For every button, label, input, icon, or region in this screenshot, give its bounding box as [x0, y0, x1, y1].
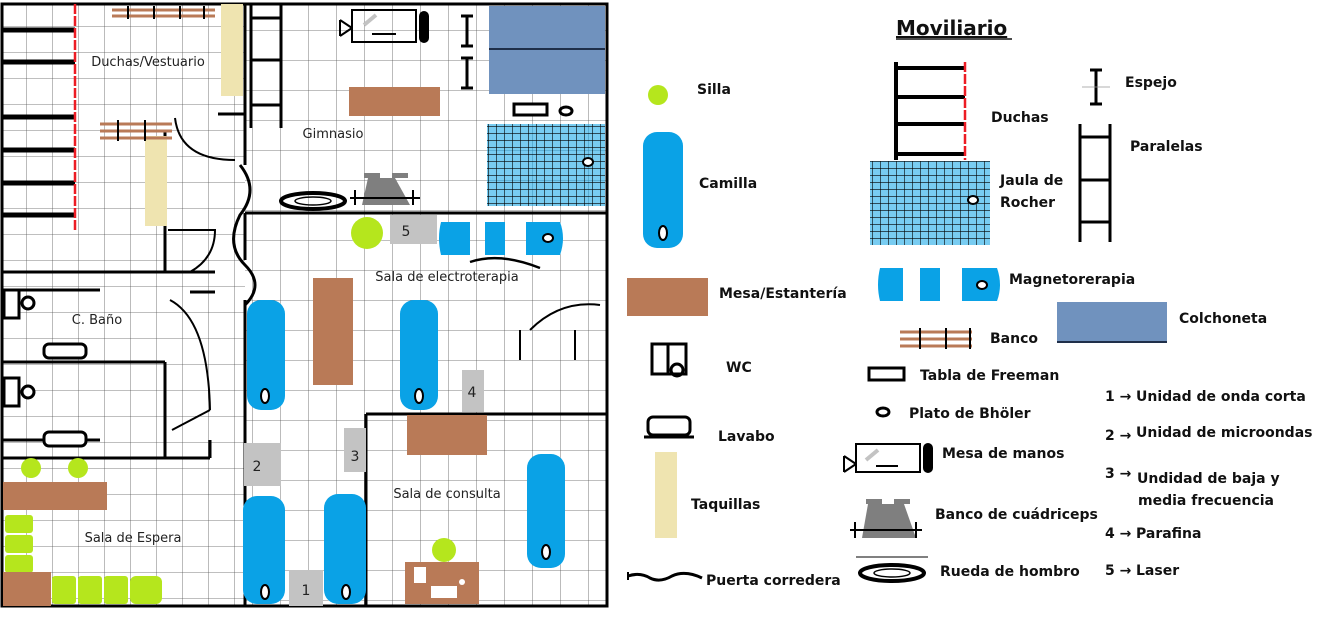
legend-taquillas: Taquillas: [691, 497, 760, 513]
unit-legend-num: 4 →: [1105, 526, 1132, 542]
parallel-bars: [249, 4, 283, 128]
room-label-consulta: Sala de consulta: [393, 487, 500, 502]
reception-table: [3, 482, 107, 510]
electro-table: [313, 278, 353, 385]
stretcher: [243, 496, 285, 604]
shoulder-wheel: [279, 191, 347, 211]
legend-magneto: Magnetorerapia: [1009, 272, 1135, 288]
rocher-cage: [487, 124, 605, 206]
legend-duchas: Duchas: [991, 110, 1049, 126]
stretcher: [247, 300, 285, 410]
bench: [112, 6, 215, 19]
corner-table: [3, 572, 51, 606]
legend-mesa: Mesa/Estantería: [719, 286, 847, 302]
unit-boxes: [244, 215, 484, 606]
consult-table: [407, 415, 487, 455]
mirror: [461, 14, 473, 90]
stretcher: [400, 300, 438, 410]
unit-legend-text: Unidad de microondas: [1136, 425, 1312, 441]
legend-title: Moviliario: [896, 16, 1007, 40]
washbasin-fixture: [42, 342, 88, 448]
chair: [21, 458, 41, 478]
mat: [489, 6, 605, 94]
legend-camilla: Camilla: [699, 176, 757, 192]
legend-mesa-manos: Mesa de manos: [942, 446, 1064, 462]
legend-espejo: Espejo: [1125, 75, 1177, 91]
waiting-chairs: [5, 515, 162, 604]
legend-banco: Banco: [990, 331, 1038, 347]
unit-legend-num: 1 →: [1105, 389, 1132, 405]
freeman-board: [512, 102, 574, 117]
room-label-bano: C. Baño: [72, 313, 122, 328]
unit-legend-text: Unidad de onda corta: [1136, 389, 1306, 405]
plan-grid: [2, 4, 607, 606]
unit-legend-num: 3 →: [1105, 466, 1132, 482]
stretcher: [324, 494, 366, 604]
chair: [68, 458, 88, 478]
unit-legend-text: Parafina: [1136, 526, 1201, 542]
legend-jaula-1: Jaula de: [999, 173, 1063, 189]
legend-bholer: Plato de Bhöler: [909, 406, 1031, 422]
unit-legend-text: media frecuencia: [1138, 493, 1274, 509]
gym-table: [349, 87, 440, 116]
legend-silla: Silla: [697, 82, 731, 98]
wc-fixture: [2, 288, 36, 408]
unit-2-label: 2: [253, 459, 262, 475]
magnetotherapy: [439, 222, 563, 255]
legend-lavabo: Lavabo: [718, 429, 775, 445]
stretcher: [527, 454, 565, 568]
unit-3-label: 3: [351, 449, 360, 465]
legend-puerta: Puerta corredera: [706, 573, 841, 589]
desk: [405, 562, 479, 604]
unit-legend-text: Laser: [1136, 563, 1179, 579]
unit-4-label: 4: [468, 385, 477, 401]
room-label-espera: Sala de Espera: [85, 531, 182, 546]
room-label-electro: Sala de electroterapia: [375, 270, 518, 285]
unit-1-label: 1: [302, 583, 311, 599]
unit-5-label: 5: [402, 224, 411, 240]
legend-wc: WC: [726, 360, 752, 376]
room-label-duchas: Duchas/Vestuario: [91, 55, 205, 70]
bench: [100, 120, 172, 141]
unit-legend-text: Undidad de baja y: [1137, 471, 1280, 487]
legend-freeman: Tabla de Freeman: [920, 368, 1059, 384]
legend-cuadriceps: Banco de cuádriceps: [935, 507, 1098, 523]
legend-jaula-2: Rocher: [1000, 195, 1055, 211]
locker: [145, 136, 167, 226]
locker: [221, 4, 243, 96]
quadriceps-bench: [350, 173, 420, 205]
hand-table: [339, 9, 429, 43]
legend-colchoneta: Colchoneta: [1179, 311, 1267, 327]
legend: Moviliario Silla Camilla Mesa/Estantería…: [627, 16, 1312, 589]
unit-legend-num: 5 →: [1105, 563, 1132, 579]
legend-rueda: Rueda de hombro: [940, 564, 1080, 580]
showers: [2, 4, 77, 230]
legend-paralelas: Paralelas: [1130, 139, 1203, 155]
chair: [432, 538, 456, 562]
unit-legend-num: 2 →: [1105, 428, 1132, 444]
chair: [351, 217, 383, 249]
room-label-gimnasio: Gimnasio: [303, 127, 364, 142]
